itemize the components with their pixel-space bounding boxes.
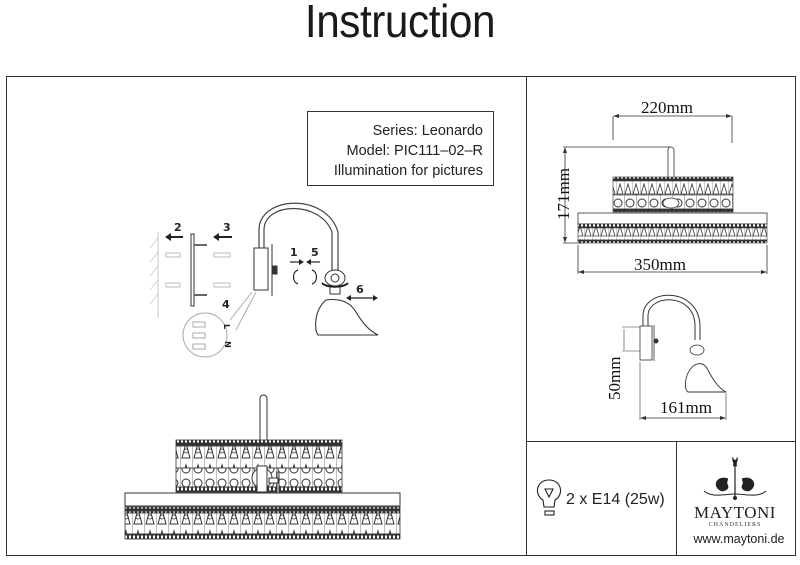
dimension-shade-width: 220mm xyxy=(641,98,693,117)
dimension-total-height: 171mm xyxy=(554,168,573,220)
mounting-plate xyxy=(190,233,207,307)
step-6-label: 6 xyxy=(356,283,364,296)
side-view-dimensioned xyxy=(622,294,727,420)
front-view-dimensioned xyxy=(563,114,768,274)
series-label: Series: Leonardo xyxy=(372,123,483,139)
arrow-step-3 xyxy=(213,233,232,241)
document-title: Instruction xyxy=(304,0,496,47)
dimension-projection: 161mm xyxy=(660,398,712,417)
divider-main-vertical xyxy=(526,76,528,556)
dimension-total-width: 350mm xyxy=(634,255,686,274)
instruction-frame xyxy=(6,76,796,556)
wall-box xyxy=(253,244,278,296)
divider-right-horizontal xyxy=(526,441,796,443)
lamp-joint xyxy=(321,269,349,295)
lamp-shade xyxy=(315,298,379,336)
step-3-label: 3 xyxy=(223,221,231,234)
arrow-step-5 xyxy=(306,259,320,285)
center-mount xyxy=(251,465,280,497)
wall-hatch xyxy=(149,232,159,318)
step-1-label: 1 xyxy=(290,246,298,259)
lamp-arm xyxy=(258,202,339,270)
dimension-mount-height: 50mm xyxy=(605,356,624,400)
lower-ornament-band xyxy=(124,506,401,540)
step-5-label: 5 xyxy=(311,246,319,259)
purpose-label: Illumination for pictures xyxy=(333,163,483,179)
light-bulb-icon xyxy=(536,479,562,516)
terminal-block-callout xyxy=(182,291,257,358)
ornament-logo-icon xyxy=(703,456,767,500)
brand-subtitle: CHANDELIERS xyxy=(708,522,762,528)
model-label: Model: PIC111–02–R xyxy=(346,143,484,159)
divider-footer-vertical xyxy=(676,441,678,556)
lamp-spec-text: 2 x E14 (25w) xyxy=(566,491,665,508)
product-info-box: Series: Leonardo Model: PIC111–02–R Illu… xyxy=(307,111,494,186)
arrow-step-2 xyxy=(165,233,183,241)
lamp-body-bar xyxy=(124,492,401,507)
brand-name: MAYTONI xyxy=(694,503,776,522)
wall-anchors xyxy=(165,252,231,288)
brand-website[interactable]: www.maytoni.de xyxy=(693,532,785,546)
step-4-label: 4 xyxy=(222,298,230,311)
front-view-large xyxy=(124,394,401,540)
arrow-step-1 xyxy=(290,259,304,285)
arrow-step-6 xyxy=(346,295,378,301)
step-2-label: 2 xyxy=(174,221,182,234)
